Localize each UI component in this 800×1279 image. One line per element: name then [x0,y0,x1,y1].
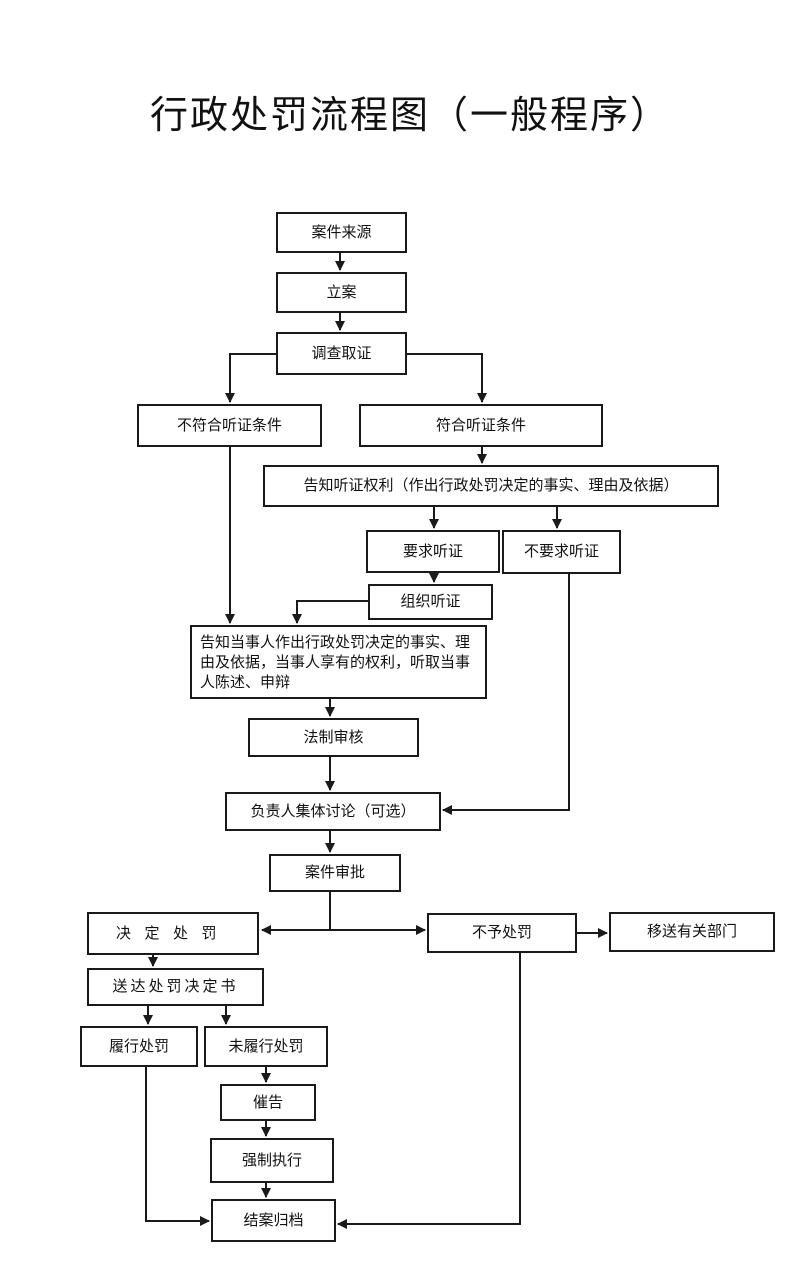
arrow-investigate-hearing [405,353,487,403]
node-case-source: 案件来源 [276,212,407,253]
node-urge: 催告 [220,1084,316,1121]
node-unfulfilled: 未履行处罚 [204,1026,328,1067]
arrow-no-request-discussion [442,574,570,815]
arrow-organize-notify-party [292,600,368,624]
node-legal-review: 法制审核 [248,718,419,757]
page-title: 行政处罚流程图（一般程序） [150,93,671,137]
node-fulfilled: 履行处罚 [80,1026,198,1067]
node-decide-penalty: 决定处罚 [87,912,259,955]
arrow-no-penalty-archive [337,952,521,1229]
node-collective-discussion: 负责人集体讨论（可选） [225,792,441,831]
node-notify-hearing-right: 告知听证权利（作出行政处罚决定的事实、理由及依据） [263,465,719,507]
node-enforce: 强制执行 [210,1138,334,1183]
node-deliver-decision: 送达处罚决定书 [87,968,264,1006]
node-transfer-department: 移送有关部门 [609,912,775,952]
arrow-fulfilled-archive [145,1066,210,1226]
node-organize-hearing: 组织听证 [368,584,493,620]
node-no-request-hearing: 不要求听证 [502,530,621,574]
arrow-investigate-no-hearing [225,353,278,403]
node-investigate: 调查取证 [276,332,407,375]
node-request-hearing: 要求听证 [366,530,500,573]
node-archive: 结案归档 [211,1199,336,1242]
node-hearing-condition: 符合听证条件 [359,404,603,447]
node-no-penalty: 不予处罚 [427,913,577,953]
node-case-approval: 案件审批 [269,854,401,892]
node-no-hearing-condition: 不符合听证条件 [137,404,322,447]
node-notify-party: 告知当事人作出行政处罚决定的事实、理由及依据，当事人享有的权利，听取当事人陈述、… [190,625,487,699]
node-register: 立案 [276,272,407,313]
